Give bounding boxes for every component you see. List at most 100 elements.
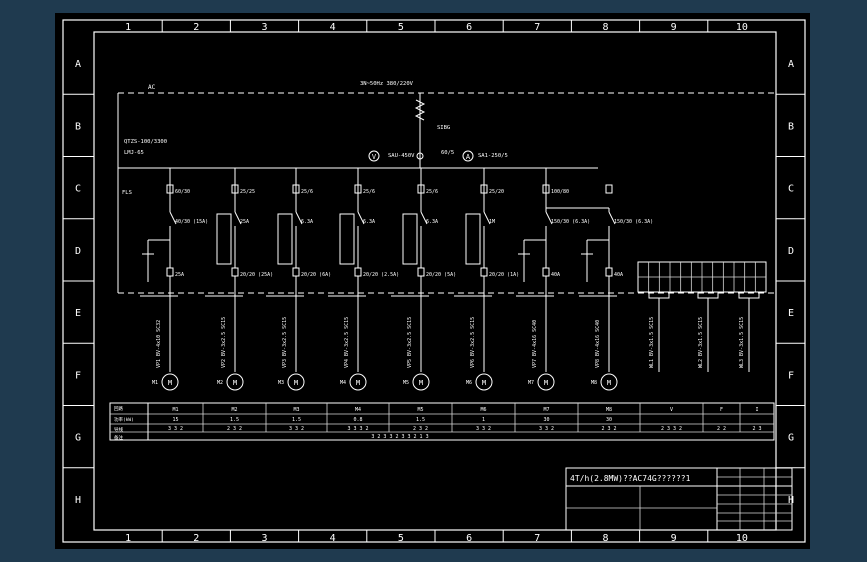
branch-top-rating: 25/20 bbox=[489, 189, 504, 195]
pushbutton-symbol bbox=[581, 240, 593, 282]
column-marker-top: 9 bbox=[671, 22, 677, 33]
table-wire: 3 3 2 bbox=[168, 426, 183, 432]
table-code: M2 bbox=[231, 407, 237, 413]
table-power: 30 bbox=[543, 417, 549, 423]
table-power: 0.8 bbox=[353, 417, 362, 423]
motor-symbol bbox=[287, 373, 305, 391]
branch-6: M M6 25/20 1M 20/20 (1A) VP6 BV-3x2.5 SC15 bbox=[454, 168, 519, 391]
voltmeter-symbol bbox=[368, 150, 380, 162]
branch-top-rating: 60/30 bbox=[175, 189, 190, 195]
fuse-symbol bbox=[354, 184, 362, 194]
table-code: M5 bbox=[417, 407, 423, 413]
supply-label: 3N~50Hz 380/220V bbox=[360, 81, 414, 87]
contactor-box bbox=[402, 213, 418, 265]
contactor-box bbox=[465, 213, 481, 265]
motor-symbol bbox=[349, 373, 367, 391]
table-code: M1 bbox=[172, 407, 178, 413]
table-code: M7 bbox=[543, 407, 549, 413]
column-marker-bottom: 4 bbox=[330, 533, 336, 544]
breaker-contact bbox=[420, 211, 428, 225]
branch-mid-rating: 6.3A bbox=[426, 219, 438, 225]
row-marker-right: D bbox=[788, 246, 794, 257]
table-wire: 2 3 bbox=[752, 426, 761, 432]
branch-low-rating: 20/20 (1A) bbox=[489, 272, 519, 278]
motor-label: M5 bbox=[403, 380, 409, 386]
table-row-label: 导线 bbox=[114, 426, 123, 433]
fuse-symbol bbox=[417, 184, 425, 194]
row-marker-left: D bbox=[75, 246, 81, 257]
branch-mid-rating: 150/30 (6.3A) bbox=[614, 219, 653, 225]
table-remark: 3 2 3 3 2 3 3 2 1 3 bbox=[371, 434, 428, 440]
branch-low-rating: 20/20 (5A) bbox=[426, 272, 456, 278]
column-marker-bottom: 5 bbox=[398, 533, 404, 544]
table-wire: 3 3 2 bbox=[539, 426, 554, 432]
column-marker-top: 3 bbox=[261, 22, 267, 33]
row-marker-right: G bbox=[788, 433, 794, 444]
column-marker-top: 7 bbox=[534, 22, 540, 33]
rating-label: LMJ-65 bbox=[124, 150, 144, 156]
table-code: M6 bbox=[480, 407, 486, 413]
branch-top-rating: 25/6 bbox=[301, 189, 313, 195]
branch-top-rating: 100/80 bbox=[551, 189, 569, 195]
table-power: 1.5 bbox=[292, 417, 301, 423]
column-marker-bottom: 6 bbox=[466, 533, 472, 544]
svg-text:V: V bbox=[372, 153, 377, 161]
motor-glyph: M bbox=[233, 379, 237, 387]
column-marker-top: 8 bbox=[602, 22, 608, 33]
row-marker-left: C bbox=[75, 184, 81, 195]
motor-symbol bbox=[537, 373, 555, 391]
aux-cable-spec: WL2 BV-3x1.5 SC15 bbox=[698, 317, 704, 368]
table-code: M8 bbox=[606, 407, 612, 413]
column-marker-top: 2 bbox=[193, 22, 199, 33]
motor-label: M4 bbox=[340, 380, 346, 386]
branch-mid-rating: 25A bbox=[240, 219, 249, 225]
motor-symbol bbox=[161, 373, 179, 391]
pushbutton-symbol bbox=[142, 240, 154, 282]
motor-label: M1 bbox=[152, 380, 158, 386]
column-marker-bottom: 7 bbox=[534, 533, 540, 544]
table-wire: 2 3 2 bbox=[413, 426, 428, 432]
table-power: 15 bbox=[172, 417, 178, 423]
row-marker-left: B bbox=[75, 121, 81, 132]
transformer-label: SIBG bbox=[437, 125, 450, 131]
table-wire: 2 3 2 bbox=[227, 426, 242, 432]
branch-low-rating: 20/20 (25A) bbox=[240, 272, 273, 278]
column-marker-bottom: 9 bbox=[671, 533, 677, 544]
table-wire: 3 3 2 bbox=[289, 426, 304, 432]
table-wire: 2 2 bbox=[717, 426, 726, 432]
title-block bbox=[565, 467, 793, 531]
motor-glyph: M bbox=[482, 379, 486, 387]
row-marker-left: H bbox=[75, 495, 81, 506]
branch-cable-spec: VP2 BV-3x2.5 SC15 bbox=[221, 317, 227, 368]
branch-low-rating: 40A bbox=[551, 272, 560, 278]
branch-cable-spec: VP4 BV-3x2.5 SC15 bbox=[344, 317, 350, 368]
breaker-contact bbox=[545, 211, 553, 225]
svg-text:A: A bbox=[466, 153, 471, 161]
motor-glyph: M bbox=[168, 379, 172, 387]
fuse-symbol bbox=[231, 184, 239, 194]
breaker-contact bbox=[234, 211, 242, 225]
row-marker-right: C bbox=[788, 184, 794, 195]
column-marker-top: 1 bbox=[125, 22, 131, 33]
fuse-symbol bbox=[480, 184, 488, 194]
branch-low-rating: 25A bbox=[175, 272, 184, 278]
terminal-ticks bbox=[638, 262, 766, 292]
branch-cable-spec: VP6 BV-3x2.5 SC15 bbox=[470, 317, 476, 368]
motor-glyph: M bbox=[419, 379, 423, 387]
table-wire: 3 3 3 2 bbox=[347, 426, 368, 432]
motor-glyph: M bbox=[294, 379, 298, 387]
row-marker-right: F bbox=[788, 370, 794, 381]
column-marker-top: 5 bbox=[398, 22, 404, 33]
row-marker-left: A bbox=[75, 59, 81, 70]
branch-top-rating: 25/6 bbox=[363, 189, 375, 195]
branch-top-rating: 25/25 bbox=[240, 189, 255, 195]
branch-mid-rating: 1M bbox=[489, 219, 495, 225]
motor-label: M6 bbox=[466, 380, 472, 386]
branch-mid-rating: 6.3A bbox=[363, 219, 375, 225]
column-marker-bottom: 10 bbox=[736, 533, 748, 544]
